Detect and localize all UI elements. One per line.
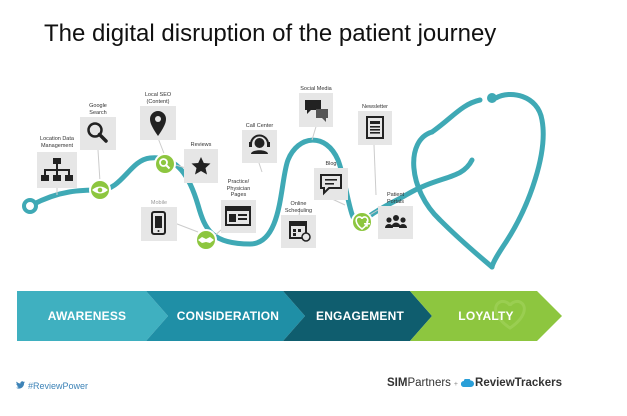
- simpartners-logo-partners: Partners: [407, 377, 451, 389]
- stage-arrow-consideration: [146, 291, 305, 341]
- stethoscope-earpiece-icon: [487, 93, 497, 103]
- stethoscope-tube-right: [489, 92, 546, 270]
- footer-hashtag: #ReviewPower: [16, 381, 88, 391]
- box-portals: [378, 206, 413, 239]
- hashtag-text: #ReviewPower: [28, 381, 89, 391]
- label-seo: Local SEO(Content): [144, 92, 172, 105]
- speech-bubble-icon: [320, 174, 342, 196]
- label-blog: Blog: [325, 161, 337, 167]
- stage-label-engagement: ENGAGEMENT: [315, 309, 404, 323]
- logo-separator: +: [453, 381, 459, 388]
- reviewtrackers-logo: ReviewTrackers: [475, 377, 562, 389]
- chat-bubbles-icon: [305, 100, 328, 122]
- newsletter-icon: [366, 116, 384, 139]
- green-nodes: [89, 153, 373, 251]
- stage-arrow-awareness: [17, 291, 168, 341]
- twitter-bird-icon: [16, 381, 25, 391]
- footer-logos: SIMPartners+ ReviewTrackers: [387, 377, 562, 389]
- headset-icon: [249, 134, 270, 154]
- page-title: The digital disruption of the patient jo…: [44, 20, 497, 47]
- stage-arrow-engagement: [283, 291, 432, 341]
- icon-boxes: [37, 93, 413, 248]
- eye-icon: [92, 186, 108, 194]
- loyalty-heart-watermark: [494, 300, 526, 330]
- stage-arrows: [17, 291, 562, 341]
- label-reviews: Reviews: [190, 142, 212, 148]
- label-newsletter: Newsletter: [362, 104, 388, 110]
- label-mobile: Mobile: [150, 200, 168, 206]
- node-search: [154, 153, 176, 175]
- stethoscope-neck: [429, 97, 483, 135]
- box-google: [80, 117, 116, 150]
- stage-label-consideration: CONSIDERATION: [176, 309, 280, 323]
- reviewtrackers-cloud-icon: [460, 378, 475, 388]
- simpartners-logo-sim: SIM: [387, 377, 408, 389]
- people-icon: [385, 215, 407, 228]
- label-social: Social Media: [300, 86, 332, 92]
- magnifier-icon: [87, 122, 108, 143]
- label-callcenter: Call Center: [245, 123, 274, 129]
- calendar-icon: [289, 221, 311, 242]
- stethoscope-tube-left: [411, 129, 495, 270]
- star-icon: [191, 157, 211, 175]
- journey-start-dot: [22, 198, 38, 214]
- stage-label-awareness: AWARENESS: [47, 309, 127, 323]
- stage-label-loyalty: LOYALTY: [458, 309, 514, 323]
- web-page-icon: [225, 206, 251, 226]
- map-pin-icon: [150, 111, 166, 136]
- sitemap-icon: [41, 158, 73, 181]
- search-node-icon: [159, 158, 171, 170]
- heart-plus-icon: [355, 216, 370, 230]
- smartphone-icon: [151, 211, 166, 235]
- handshake-icon: [198, 237, 214, 243]
